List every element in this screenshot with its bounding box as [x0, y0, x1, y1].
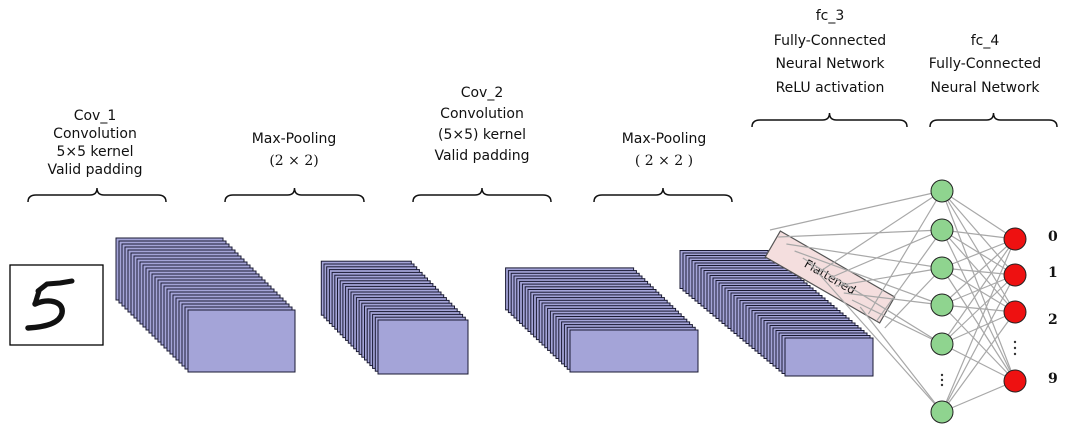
cov2-label-line: Cov_2 — [461, 85, 504, 101]
curly-brace — [929, 112, 1058, 128]
cov1-label: Cov_1 Convolution 5×5 kernel Valid paddi… — [47, 108, 142, 178]
pool1-label-line: Max-Pooling — [252, 131, 337, 147]
curly-brace — [751, 112, 908, 128]
cov2-feature-maps — [505, 267, 699, 373]
cov1-label-line: Cov_1 — [74, 108, 117, 124]
network-edge — [851, 299, 943, 345]
network-edge — [941, 190, 1016, 240]
hidden-node — [930, 400, 954, 424]
output-node — [1003, 300, 1027, 324]
pool1-feature-maps — [320, 260, 469, 375]
network-edge — [867, 190, 943, 315]
input-image — [9, 264, 104, 346]
network-edge — [941, 190, 1016, 382]
cov2-label: Cov_2 Convolution (5×5) kernel Valid pad… — [434, 85, 529, 164]
network-edge — [818, 190, 943, 273]
network-edge — [941, 311, 1016, 413]
network-edge — [941, 238, 1016, 269]
hidden-node — [930, 332, 954, 356]
output-label: 2 — [1048, 312, 1058, 328]
network-edge — [827, 229, 943, 280]
curly-brace — [224, 187, 365, 203]
network-edge — [941, 274, 1016, 345]
hidden-node — [930, 256, 954, 280]
network-edge — [941, 274, 1016, 413]
pool2-feature-maps — [679, 250, 874, 377]
network-edge — [835, 267, 943, 287]
cov1-label-line: Valid padding — [47, 162, 142, 178]
output-label: 1 — [1048, 265, 1058, 281]
output-node — [1003, 227, 1027, 251]
network-edge — [941, 229, 1016, 382]
fc4-label-line: Neural Network — [930, 80, 1040, 96]
feature-map — [377, 319, 469, 375]
output-labels: 0 1 2 9 — [1048, 229, 1058, 387]
cov1-label-line: 5×5 kernel — [56, 144, 133, 160]
cov1-label-line: Convolution — [53, 126, 137, 142]
network-edge — [859, 306, 943, 413]
pool2-label: Max-Pooling ( 2 × 2 ) — [622, 131, 707, 169]
output-node — [1003, 263, 1027, 287]
network-edge — [769, 190, 943, 231]
curly-brace — [412, 187, 552, 203]
network-edge — [941, 311, 1016, 345]
hidden-node — [930, 218, 954, 242]
network-edge — [941, 380, 1016, 413]
pool1-label: Max-Pooling (2 × 2) — [252, 131, 337, 169]
network-edge — [941, 190, 1016, 313]
handwritten-digit-five — [25, 278, 75, 331]
curly-brace — [27, 187, 167, 203]
network-edge — [810, 264, 943, 413]
network-edge — [794, 250, 943, 306]
fc4-label-line: Fully-Connected — [929, 56, 1041, 72]
network-nodes — [930, 179, 1027, 424]
pool2-label-line: Max-Pooling — [622, 131, 707, 147]
output-label: 0 — [1048, 229, 1058, 245]
network-edge — [802, 257, 943, 345]
network-edges — [769, 190, 1016, 413]
network-edge — [941, 238, 1016, 306]
network-edge — [941, 274, 1016, 306]
fc3-label: fc_3 Fully-Connected Neural Network ReLU… — [774, 8, 886, 96]
network-edge — [941, 238, 1016, 413]
network-edge — [941, 304, 1016, 313]
cov2-label-line: (5×5) kernel — [438, 127, 526, 143]
feature-map-stacks — [115, 237, 874, 377]
fc4-label-line: fc_4 — [971, 33, 1000, 49]
pool2-label-line: ( 2 × 2 ) — [635, 153, 693, 169]
network-edge — [941, 238, 1016, 345]
feature-map — [784, 337, 874, 377]
network-edge — [941, 190, 1016, 276]
curly-brace — [593, 187, 733, 203]
pool1-label-line: (2 × 2) — [269, 153, 318, 169]
fc4-label: fc_4 Fully-Connected Neural Network — [929, 33, 1041, 96]
fc3-label-line: Fully-Connected — [774, 33, 886, 49]
network-edge — [876, 229, 943, 322]
cov2-label-line: Valid padding — [434, 148, 529, 164]
output-label: 9 — [1048, 371, 1058, 387]
hidden-ellipsis — [940, 373, 944, 387]
network-edge — [778, 229, 943, 238]
network-edge — [884, 267, 943, 329]
cov1-feature-maps — [115, 237, 296, 373]
network-edge — [786, 243, 943, 269]
fc3-label-line: ReLU activation — [776, 80, 885, 96]
hidden-node — [930, 293, 954, 317]
layer-braces — [27, 112, 1058, 203]
network-edge — [941, 229, 1016, 240]
output-ellipsis — [1013, 340, 1017, 356]
output-node — [1003, 369, 1027, 393]
feature-map — [569, 329, 699, 373]
fc3-label-line: Neural Network — [775, 56, 885, 72]
feature-map — [187, 309, 296, 373]
fc3-label-line: fc_3 — [816, 8, 845, 24]
cov2-label-line: Convolution — [440, 106, 524, 122]
hidden-node — [930, 179, 954, 203]
